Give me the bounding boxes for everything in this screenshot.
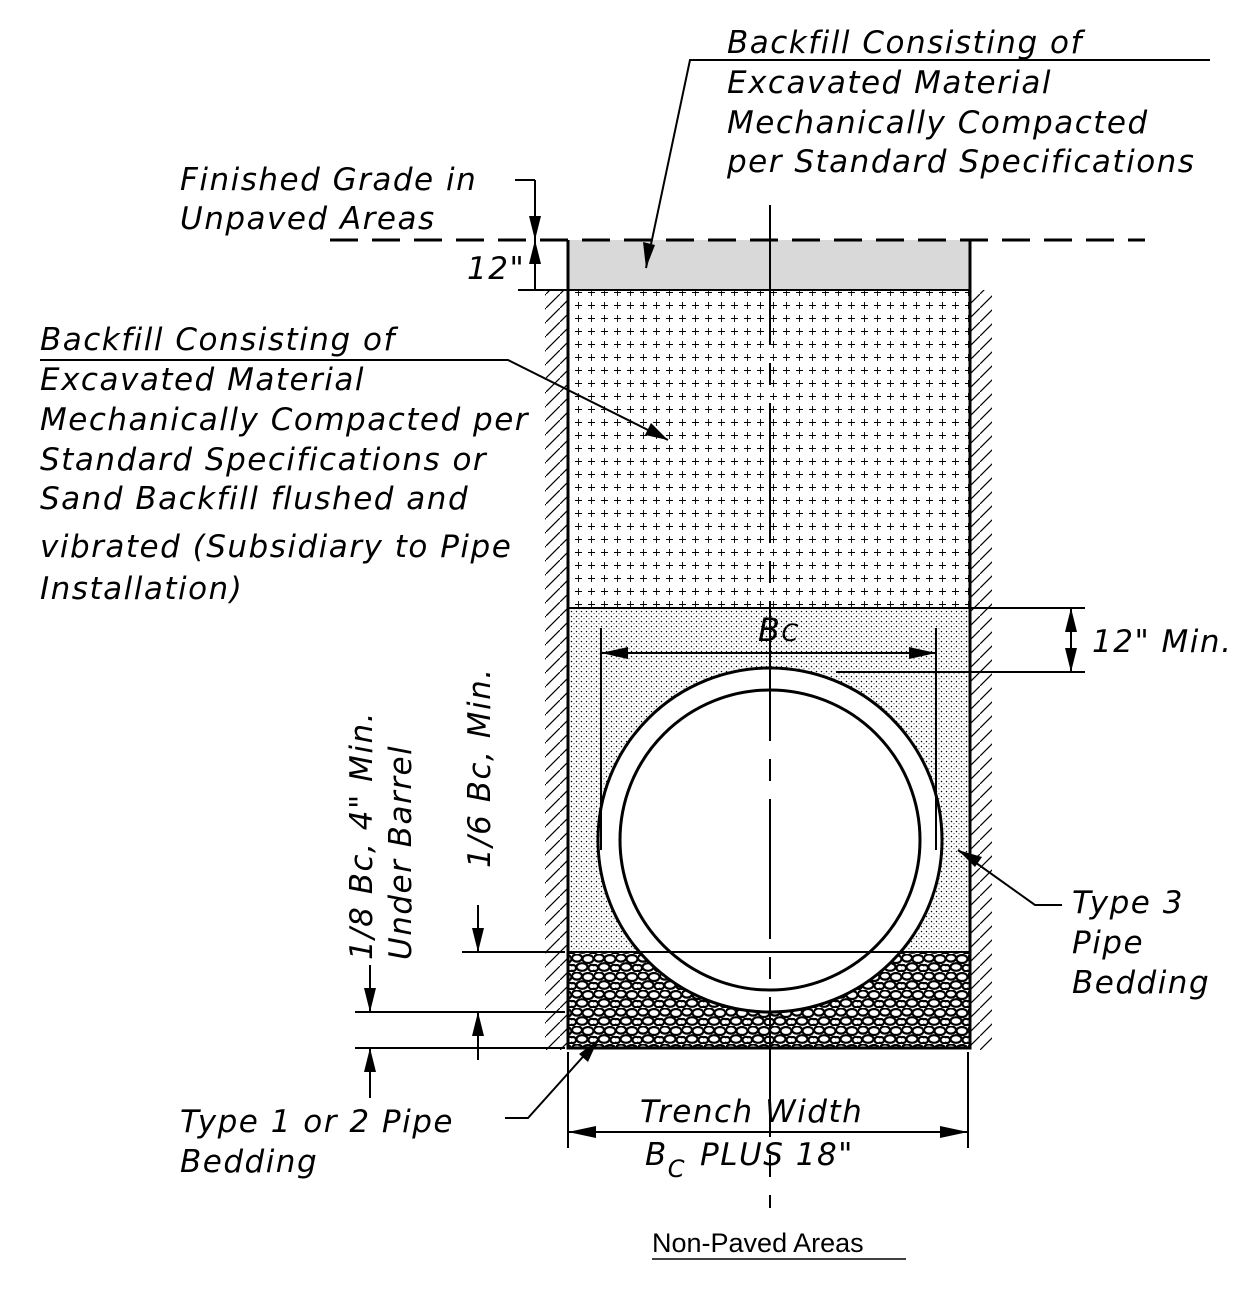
side-backfill-line-2: Excavated Material (40, 362, 365, 398)
dim-1-6-arrow-bottom (472, 1012, 484, 1036)
trench-width-label: Trench Width (640, 1094, 863, 1130)
top12-arrow-top (529, 216, 541, 240)
dim-1-6-arrow-top (472, 928, 484, 952)
dim-1-8-arrow-top (364, 988, 376, 1012)
top-backfill-line-2: Excavated Material (727, 65, 1052, 101)
vertical-1-6-label: 1/6 Bc, Min. (462, 667, 498, 868)
top-12-label: 12" (467, 251, 525, 287)
dim-1-8-arrow-bottom (364, 1048, 376, 1072)
side-backfill-arrow (645, 423, 668, 440)
right-wall-hatch (970, 290, 992, 1050)
type3-leader (957, 849, 1062, 906)
side-backfill-line-4: Standard Specifications or (40, 442, 488, 478)
trench-arrow-right (940, 1126, 968, 1138)
top-backfill-line-1: Backfill Consisting of (727, 25, 1085, 61)
bc-arrow-right (909, 647, 936, 659)
min12-arrow-bottom (1065, 648, 1077, 672)
finished-grade-line-1: Finished Grade in (180, 162, 477, 198)
type12-leader (505, 1039, 599, 1119)
left-wall-hatch (545, 290, 568, 1050)
side-backfill-line-1: Backfill Consisting of (40, 322, 398, 358)
top-backfill-leader (645, 59, 1210, 269)
bc-label: BC (758, 611, 800, 649)
side-backfill-line-7: Installation) (40, 571, 243, 607)
side-backfill-line-3: Mechanically Compacted per (40, 402, 530, 438)
top-backfill-line-4: per Standard Specifications (726, 144, 1195, 180)
side-backfill-leader (40, 359, 669, 441)
side-backfill-line-6: vibrated (Subsidiary to Pipe (40, 529, 512, 565)
bc-arrow-left (601, 647, 628, 659)
top-backfill-arrow (643, 242, 655, 268)
top-backfill-line-3: Mechanically Compacted (727, 105, 1149, 141)
trench-arrow-left (568, 1126, 596, 1138)
type3-line-2: Pipe (1072, 925, 1144, 961)
min12-label: 12" Min. (1092, 624, 1232, 660)
type3-line-3: Bedding (1072, 965, 1210, 1001)
min12-arrow-top (1065, 608, 1077, 632)
type3-arrow (958, 850, 982, 867)
vertical-under-barrel-label: Under Barrel (383, 745, 419, 960)
vertical-1-8-label: 1/8 Bc, 4" Min. (344, 711, 380, 960)
side-backfill-line-5: Sand Backfill flushed and (40, 481, 469, 517)
type12-line-2: Bedding (180, 1144, 318, 1180)
finished-grade-line-2: Unpaved Areas (180, 201, 436, 237)
type3-line-1: Type 3 (1072, 885, 1184, 921)
top12-arrow-bottom (529, 240, 541, 264)
type12-line-1: Type 1 or 2 Pipe (180, 1104, 454, 1140)
type12-arrow (579, 1040, 598, 1062)
drawing-title: Non-Paved Areas (652, 1228, 864, 1258)
